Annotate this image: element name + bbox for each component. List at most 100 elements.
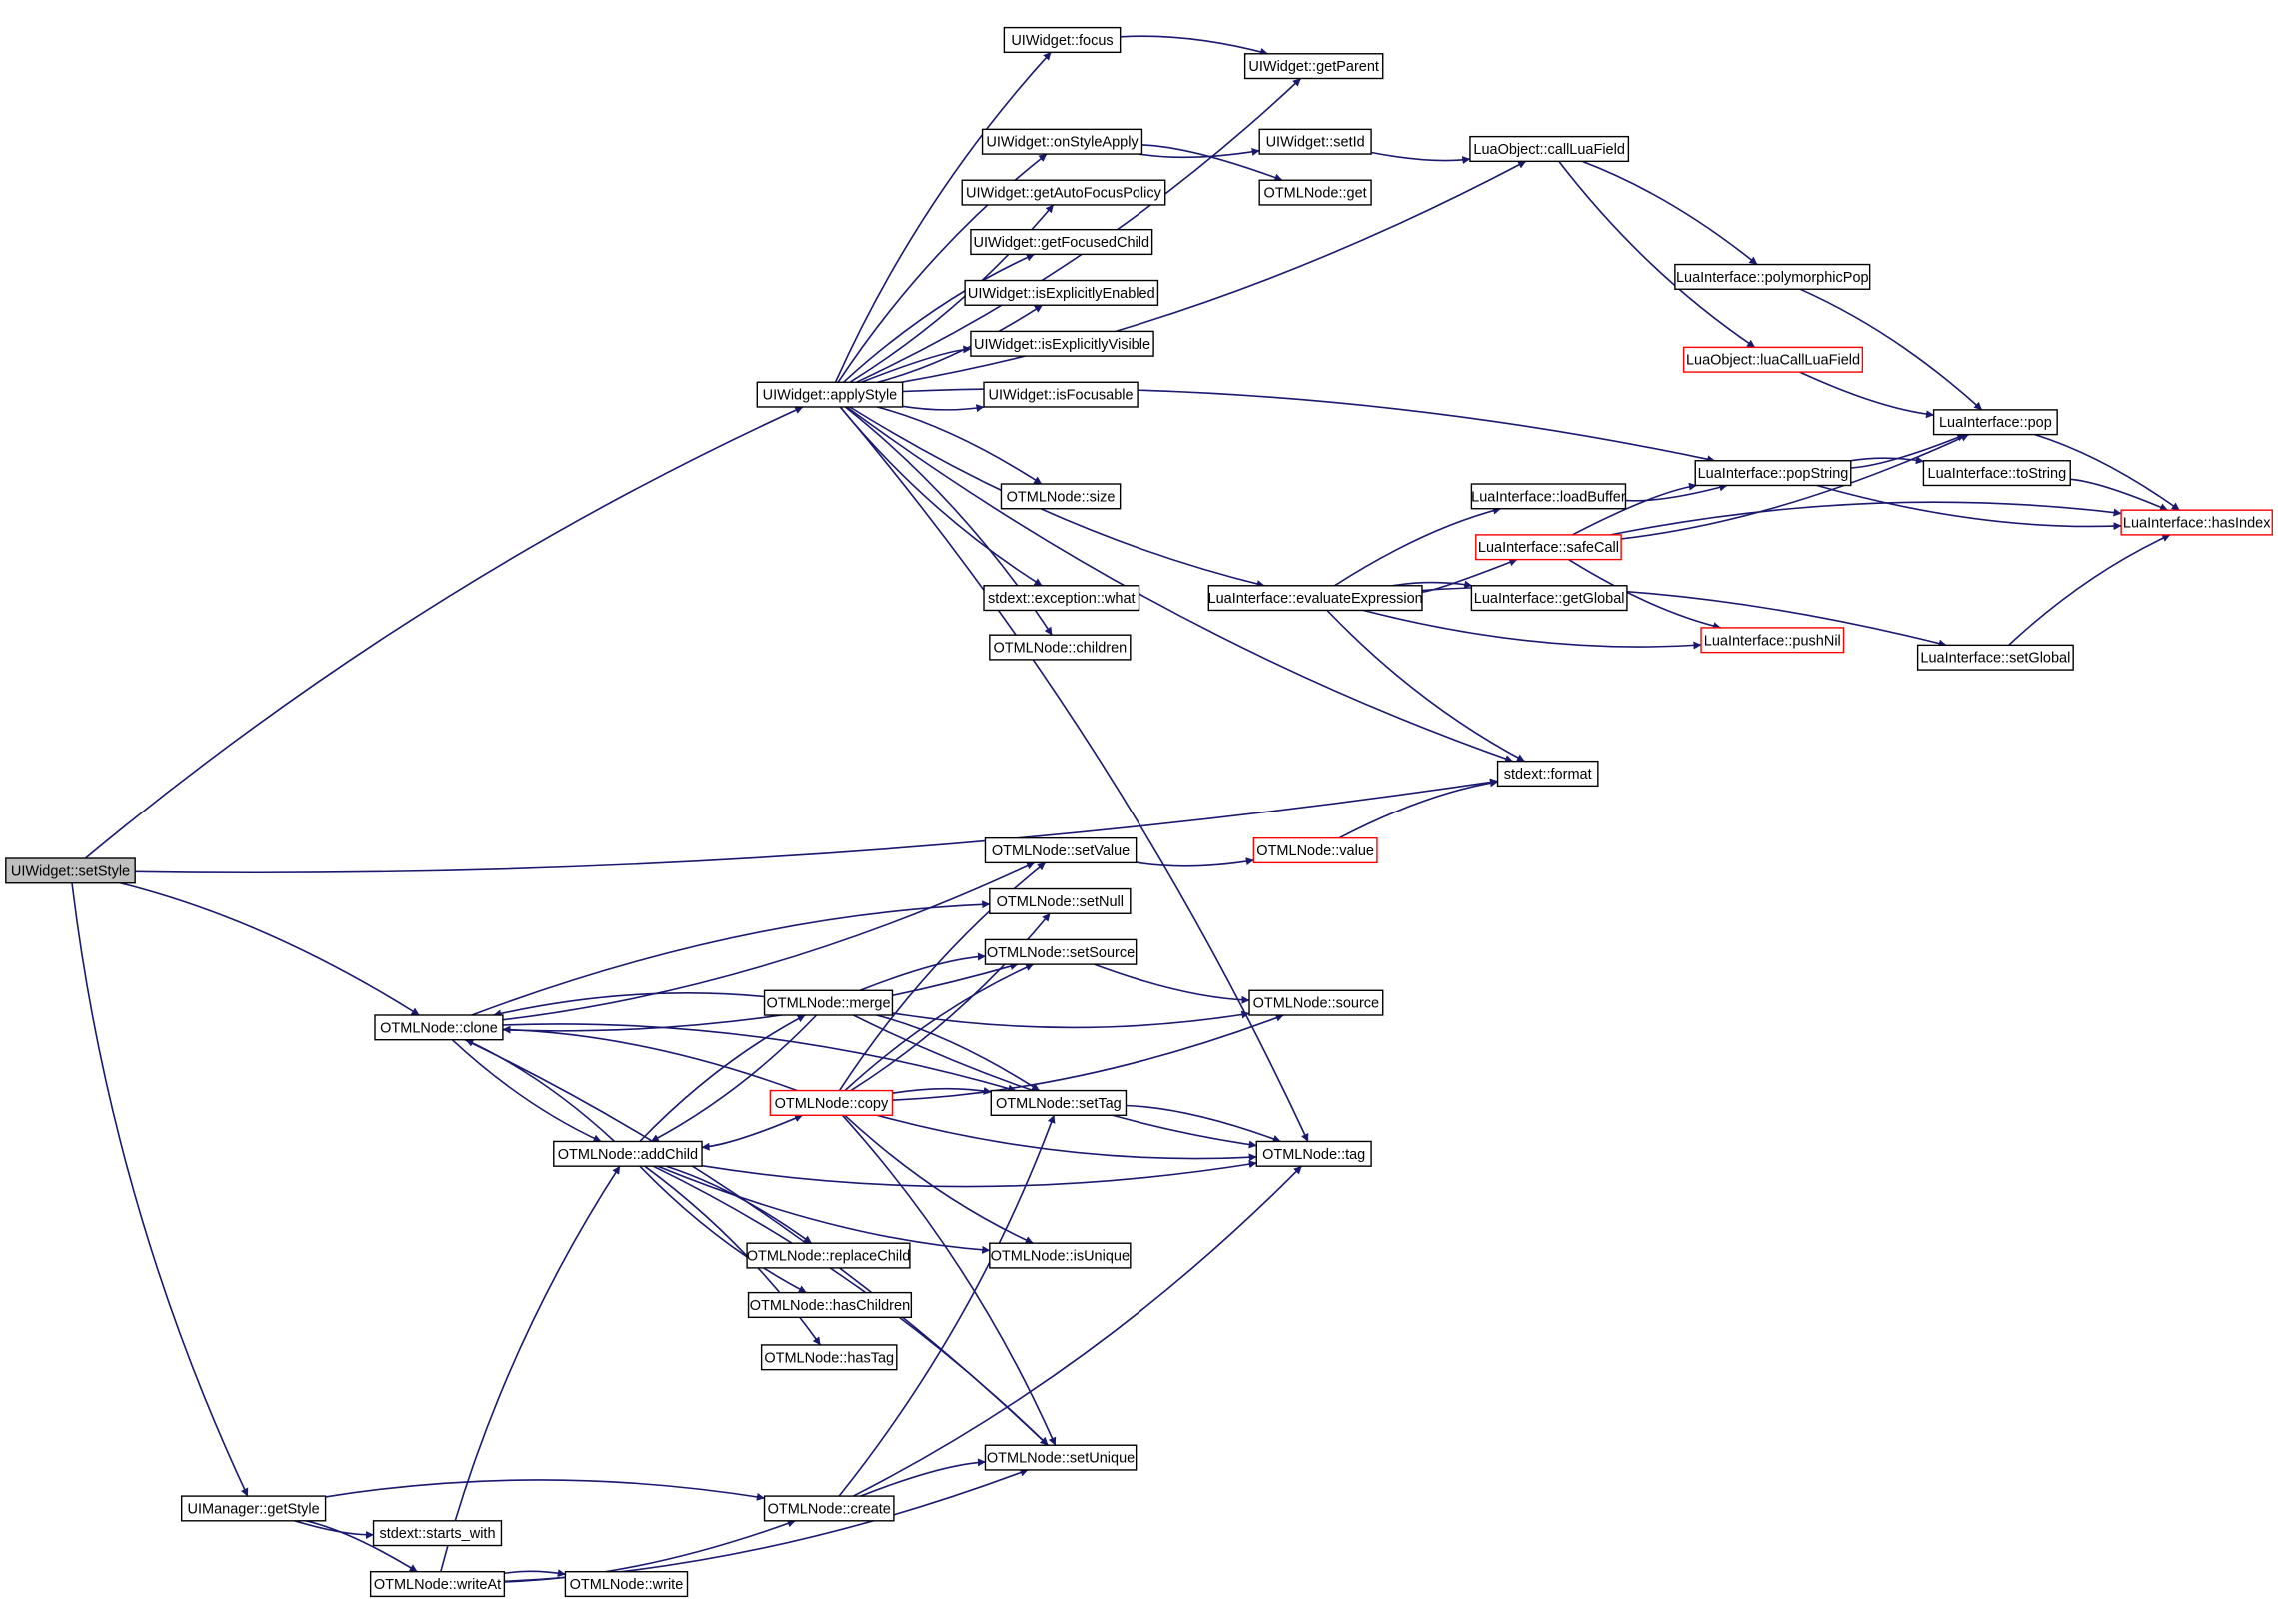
node-value[interactable]: OTMLNode::value [1252,836,1378,864]
call-edge [1558,160,1756,349]
node-apply-style[interactable]: UIWidget::applyStyle [756,381,904,408]
node-is-focusable[interactable]: UIWidget::isFocusable [983,381,1139,408]
node-get-parent[interactable]: UIWidget::getParent [1243,53,1384,80]
node-write-at[interactable]: OTMLNode::writeAt [369,1570,506,1598]
node-is-explicitly-enabled[interactable]: UIWidget::isExplicitlyEnabled [964,279,1159,306]
node-label: UIManager::getStyle [188,1501,320,1517]
call-edge [834,51,1052,383]
node-what[interactable]: stdext::exception::what [983,585,1140,612]
node-get-global[interactable]: LuaInterface::getGlobal [1470,585,1628,612]
node-pop[interactable]: LuaInterface::pop [1932,409,2058,436]
node-children[interactable]: OTMLNode::children [989,634,1132,661]
call-edge [1568,558,1722,631]
node-push-nil[interactable]: LuaInterface::pushNil [1700,627,1845,654]
node-label: stdext::format [1504,767,1592,783]
node-source[interactable]: OTMLNode::source [1248,989,1384,1016]
call-edge [502,861,1035,1021]
call-edge [657,1165,991,1254]
node-label: UIWidget::setStyle [11,863,130,879]
node-format[interactable]: stdext::format [1496,760,1599,788]
call-edge [504,1468,1029,1583]
node-label: OTMLNode::merge [766,996,890,1012]
node-tag[interactable]: OTMLNode::tag [1255,1140,1372,1167]
node-lua-call-lua-field[interactable]: LuaObject::luaCallLuaField [1682,346,1864,373]
node-label: OTMLNode::tag [1262,1147,1365,1163]
node-label: OTMLNode::source [1253,996,1380,1012]
node-set-style[interactable]: UIWidget::setStyle [5,857,136,884]
call-edge [294,1520,374,1539]
node-set-tag[interactable]: OTMLNode::setTag [990,1089,1128,1116]
node-call-lua-field[interactable]: LuaObject::callLuaField [1469,135,1630,163]
node-merge[interactable]: OTMLNode::merge [763,989,894,1016]
node-box [1248,989,1384,1016]
node-label: OTMLNode::write [570,1577,684,1593]
node-box [984,1444,1138,1471]
node-label: OTMLNode::writeAt [374,1577,501,1593]
node-get-focused-child[interactable]: UIWidget::getFocusedChild [970,228,1153,256]
node-label: OTMLNode::hasTag [764,1350,894,1366]
node-safe-call[interactable]: LuaInterface::safeCall [1475,534,1622,561]
call-edge [853,1165,1302,1497]
node-set-unique[interactable]: OTMLNode::setUnique [984,1444,1138,1471]
node-focus[interactable]: UIWidget::focus [1003,26,1122,54]
node-add-child[interactable]: OTMLNode::addChild [553,1140,703,1167]
node-starts-with[interactable]: stdext::starts_with [372,1520,503,1547]
node-label: OTMLNode::addChild [558,1147,698,1163]
node-box [1470,483,1627,510]
node-polymorphic-pop[interactable]: LuaInterface::polymorphicPop [1674,263,1871,290]
call-edge [504,1569,566,1578]
node-get-style[interactable]: UIManager::getStyle [180,1495,327,1522]
call-edge [1850,456,1924,465]
node-label: LuaInterface::evaluateExpression [1208,591,1423,607]
call-edge [2008,534,2171,646]
node-to-string[interactable]: LuaInterface::toString [1922,460,2071,487]
node-set-value[interactable]: OTMLNode::setValue [984,836,1138,864]
call-edge [1326,609,1525,763]
node-label: LuaInterface::popString [1698,466,1849,482]
call-edge [1621,433,1969,540]
node-label: stdext::exception::what [988,591,1136,607]
node-copy[interactable]: OTMLNode::copy [769,1089,894,1116]
node-label: OTMLNode::replaceChild [747,1249,911,1265]
node-has-index[interactable]: LuaInterface::hasIndex [2120,509,2273,536]
node-size[interactable]: OTMLNode::size [1000,483,1122,510]
node-set-source[interactable]: OTMLNode::setSource [984,938,1138,965]
node-write[interactable]: OTMLNode::write [564,1570,689,1598]
node-set-null[interactable]: OTMLNode::setNull [989,887,1132,914]
call-edge [305,1520,418,1573]
node-is-explicitly-visible[interactable]: UIWidget::isExplicitlyVisible [970,330,1154,357]
node-box [564,1570,689,1598]
call-edge [1126,1104,1281,1143]
call-edge [701,1114,803,1149]
node-box [1475,534,1622,561]
call-edge [451,1039,602,1143]
node-set-global[interactable]: LuaInterface::setGlobal [1916,644,2074,671]
node-label: OTMLNode::setNull [997,894,1124,910]
call-edge [837,153,1048,383]
node-get-auto-focus-policy[interactable]: UIWidget::getAutoFocusPolicy [961,179,1166,206]
node-set-id[interactable]: UIWidget::setId [1258,128,1372,155]
node-load-buffer[interactable]: LuaInterface::loadBuffer [1470,483,1627,510]
node-has-children[interactable]: OTMLNode::hasChildren [747,1291,913,1319]
call-edge [650,1014,818,1143]
node-has-tag[interactable]: OTMLNode::hasTag [760,1344,898,1371]
node-label: LuaInterface::getGlobal [1474,591,1625,607]
node-on-style-apply[interactable]: UIWidget::onStyleApply [981,128,1143,155]
node-replace-child[interactable]: OTMLNode::replaceChild [746,1242,911,1269]
call-edge [1338,779,1498,839]
node-box [1674,263,1871,290]
node-create[interactable]: OTMLNode::create [763,1495,895,1522]
node-label: OTMLNode::setTag [996,1096,1122,1112]
node-label: UIWidget::getAutoFocusPolicy [966,186,1162,202]
node-box [1496,760,1599,788]
call-edge [876,406,1043,485]
node-box [756,381,904,408]
node-label: OTMLNode::setUnique [987,1451,1135,1467]
node-evaluate-expression[interactable]: LuaInterface::evaluateExpression [1208,585,1423,612]
node-is-unique[interactable]: OTMLNode::isUnique [989,1242,1132,1269]
node-get[interactable]: OTMLNode::get [1258,179,1372,206]
node-box [983,585,1140,612]
node-clone[interactable]: OTMLNode::clone [374,1014,504,1041]
node-pop-string[interactable]: LuaInterface::popString [1694,460,1852,487]
